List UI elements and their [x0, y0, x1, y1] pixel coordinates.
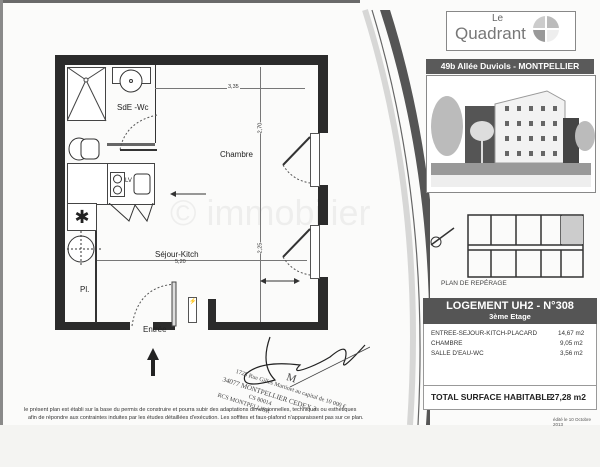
north-arrow-icon [430, 227, 455, 246]
location-plan-drawing [430, 214, 584, 278]
kitchen-sink-label: LV [125, 178, 132, 184]
room-area-name-1: CHAMBRE [431, 340, 463, 347]
logo-text-quadrant: Quadrant [455, 24, 526, 43]
wall-top [55, 55, 328, 65]
disclaimer-line-1: le présent plan est établi sur la base d… [24, 407, 357, 413]
cooktop-sink-icon [110, 172, 151, 197]
room-area-name-0: ENTREE-SEJOUR-KITCH-PLACARD [431, 330, 538, 337]
closet-partition [95, 231, 97, 323]
window-living [310, 225, 320, 279]
shower-tray-icon [67, 67, 107, 122]
room-label-bathroom: SdE -Wc [117, 103, 149, 112]
arrow-double-icon [260, 278, 300, 284]
location-plan-caption: PLAN DE REPÉRAGE [441, 280, 507, 287]
room-area-value-1: 9,05 m2 [560, 340, 583, 347]
kitchen-cabinet [67, 163, 109, 205]
bathroom-door-swing [119, 114, 158, 151]
washing-machine-icon [67, 231, 101, 267]
logo-text-le: Le [492, 13, 504, 24]
page-edge-top [0, 0, 360, 3]
address-bar: 49b Allée Duviols - MONTPELLIER [426, 59, 594, 74]
washbasin-icon [112, 67, 151, 93]
location-plan [426, 200, 594, 298]
living-window-swing [282, 228, 311, 276]
total-value: 27,28 m2 [550, 392, 586, 402]
page-fold-curve [362, 9, 430, 425]
unit-floor: 3ème Etage [489, 312, 531, 321]
wall-bottom-mid [153, 322, 175, 330]
arrow-left-icon [170, 191, 206, 197]
room-label-entrance: Entrée [143, 325, 167, 334]
logo-quadrant-icon [533, 16, 559, 42]
room-area-value-2: 3,56 m2 [560, 350, 583, 357]
dim-line-vertical [260, 67, 261, 322]
electrical-panel-icon: ⚡ [188, 297, 197, 323]
dim-living-width: 5,20 [175, 259, 186, 265]
total-divider [423, 385, 597, 386]
dim-bedroom-width: 3,35 [227, 84, 240, 90]
watermark: © immobilier [170, 192, 371, 233]
window-bedroom [310, 133, 320, 187]
wall-right-upper [318, 55, 328, 133]
building-photo [426, 75, 596, 193]
fridge-star-icon: ✱ [67, 203, 97, 231]
dim-bedroom-depth: 2,70 [257, 122, 264, 134]
bathroom-door-wall [107, 143, 155, 146]
room-area-value-0: 14,67 m2 [558, 330, 585, 337]
wall-step [208, 299, 216, 330]
unit-header: LOGEMENT UH2 - N°308 3ème Etage [423, 298, 597, 324]
bedroom-window-swing [282, 136, 311, 184]
building-rendering-image [427, 76, 595, 192]
bathroom-partition [155, 65, 156, 143]
cabinet-doors-swing [108, 203, 154, 223]
dim-living-depth: 2,25 [257, 242, 264, 254]
total-label: TOTAL SURFACE HABITABLE [431, 392, 553, 402]
page-edge-left [0, 0, 3, 425]
wall-bottom-left [55, 322, 130, 330]
disclaimer-line-2: afin de répondre aux contraintes induite… [28, 415, 364, 421]
room-label-bedroom: Chambre [220, 150, 253, 159]
toilet-icon [68, 137, 100, 161]
entry-arrow-icon [147, 348, 159, 376]
room-area-name-2: SALLE D'EAU-WC [431, 350, 484, 357]
dim-line-living-width [97, 260, 307, 261]
signature [243, 336, 370, 388]
room-label-closet: Pl. [80, 285, 90, 294]
unit-title: LOGEMENT UH2 - N°308 [446, 300, 574, 312]
wall-right-lower [318, 277, 328, 330]
wall-left [55, 55, 65, 330]
entrance-door-swing [131, 281, 177, 327]
kitchen-sink-unit: LV [107, 163, 155, 205]
floor-plan: SdE -Wc LV ✱ Pl. 3,35 2,70 2,25 Chambre … [55, 55, 330, 395]
wall-bottom-right [208, 322, 328, 330]
wall-right-mid [318, 185, 328, 225]
edition-date: édité le 10 Octobre 2013 [553, 417, 592, 427]
room-label-living: Séjour-Kitch [155, 250, 199, 259]
